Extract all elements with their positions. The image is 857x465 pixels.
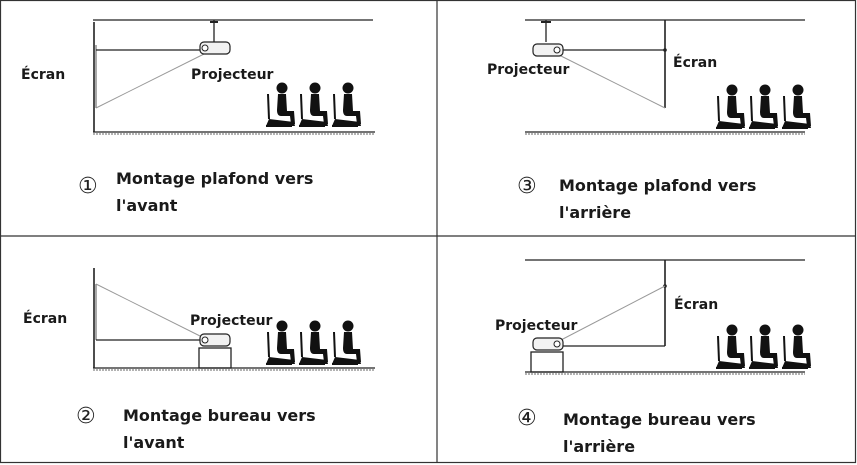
projector-icon xyxy=(199,41,231,55)
seat-person-icon xyxy=(266,320,295,365)
screen-label: Écran xyxy=(674,297,719,313)
step-number: ② xyxy=(76,404,96,429)
desk-rear-diagram xyxy=(525,259,805,375)
projector-icon xyxy=(199,333,231,347)
projector-label: Projecteur xyxy=(190,313,273,329)
seat-person-icon xyxy=(332,320,361,365)
screen-label: Écran xyxy=(21,67,66,83)
panel-ceiling-front: Écran Projecteur ① Montage plafond vers … xyxy=(0,0,437,236)
seat-person-icon xyxy=(332,82,361,127)
seat-person-icon xyxy=(299,320,328,365)
panel-caption: Montage bureau vers l'avant xyxy=(123,402,316,456)
ceiling-rear-diagram xyxy=(525,19,805,135)
seat-person-icon xyxy=(782,84,811,129)
seat-person-icon xyxy=(716,84,745,129)
audience xyxy=(266,82,361,127)
audience xyxy=(266,320,361,365)
caption-line-2: l'avant xyxy=(123,433,185,452)
screen-label: Écran xyxy=(23,311,68,327)
seat-person-icon xyxy=(749,84,778,129)
panel-desk-rear: Écran Projecteur ④ Montage bureau vers l… xyxy=(437,236,857,464)
panel-caption: Montage plafond vers l'arrière xyxy=(559,172,756,226)
seat-person-icon xyxy=(749,324,778,369)
projector-label: Projecteur xyxy=(487,62,570,78)
caption-line-2: l'avant xyxy=(116,196,178,215)
seat-person-icon xyxy=(299,82,328,127)
projector-label: Projecteur xyxy=(495,318,578,334)
projector-icon xyxy=(532,337,564,351)
step-number: ③ xyxy=(517,174,537,199)
caption-line-2: l'arrière xyxy=(563,437,636,456)
audience xyxy=(716,84,811,129)
projector-icon xyxy=(532,43,564,57)
caption-line-1: Montage plafond vers xyxy=(559,176,757,195)
desk-front-diagram xyxy=(93,268,375,371)
audience xyxy=(716,324,811,369)
panel-desk-front: Écran Projecteur ② Montage bureau vers l… xyxy=(0,236,437,464)
seat-person-icon xyxy=(266,82,295,127)
caption-line-1: Montage plafond vers xyxy=(116,169,314,188)
caption-line-1: Montage bureau vers xyxy=(123,406,316,425)
projector-label: Projecteur xyxy=(191,67,274,83)
screen-label: Écran xyxy=(673,55,718,71)
seat-person-icon xyxy=(782,324,811,369)
ceiling-front-diagram xyxy=(93,19,375,135)
seat-person-icon xyxy=(716,324,745,369)
caption-line-2: l'arrière xyxy=(559,203,632,222)
step-number: ④ xyxy=(517,406,537,431)
panel-caption: Montage bureau vers l'arrière xyxy=(563,406,756,460)
panel-ceiling-rear: Écran Projecteur ③ Montage plafond vers … xyxy=(437,0,857,236)
panel-caption: Montage plafond vers l'avant xyxy=(116,165,313,219)
caption-line-1: Montage bureau vers xyxy=(563,410,756,429)
step-number: ① xyxy=(78,174,98,199)
